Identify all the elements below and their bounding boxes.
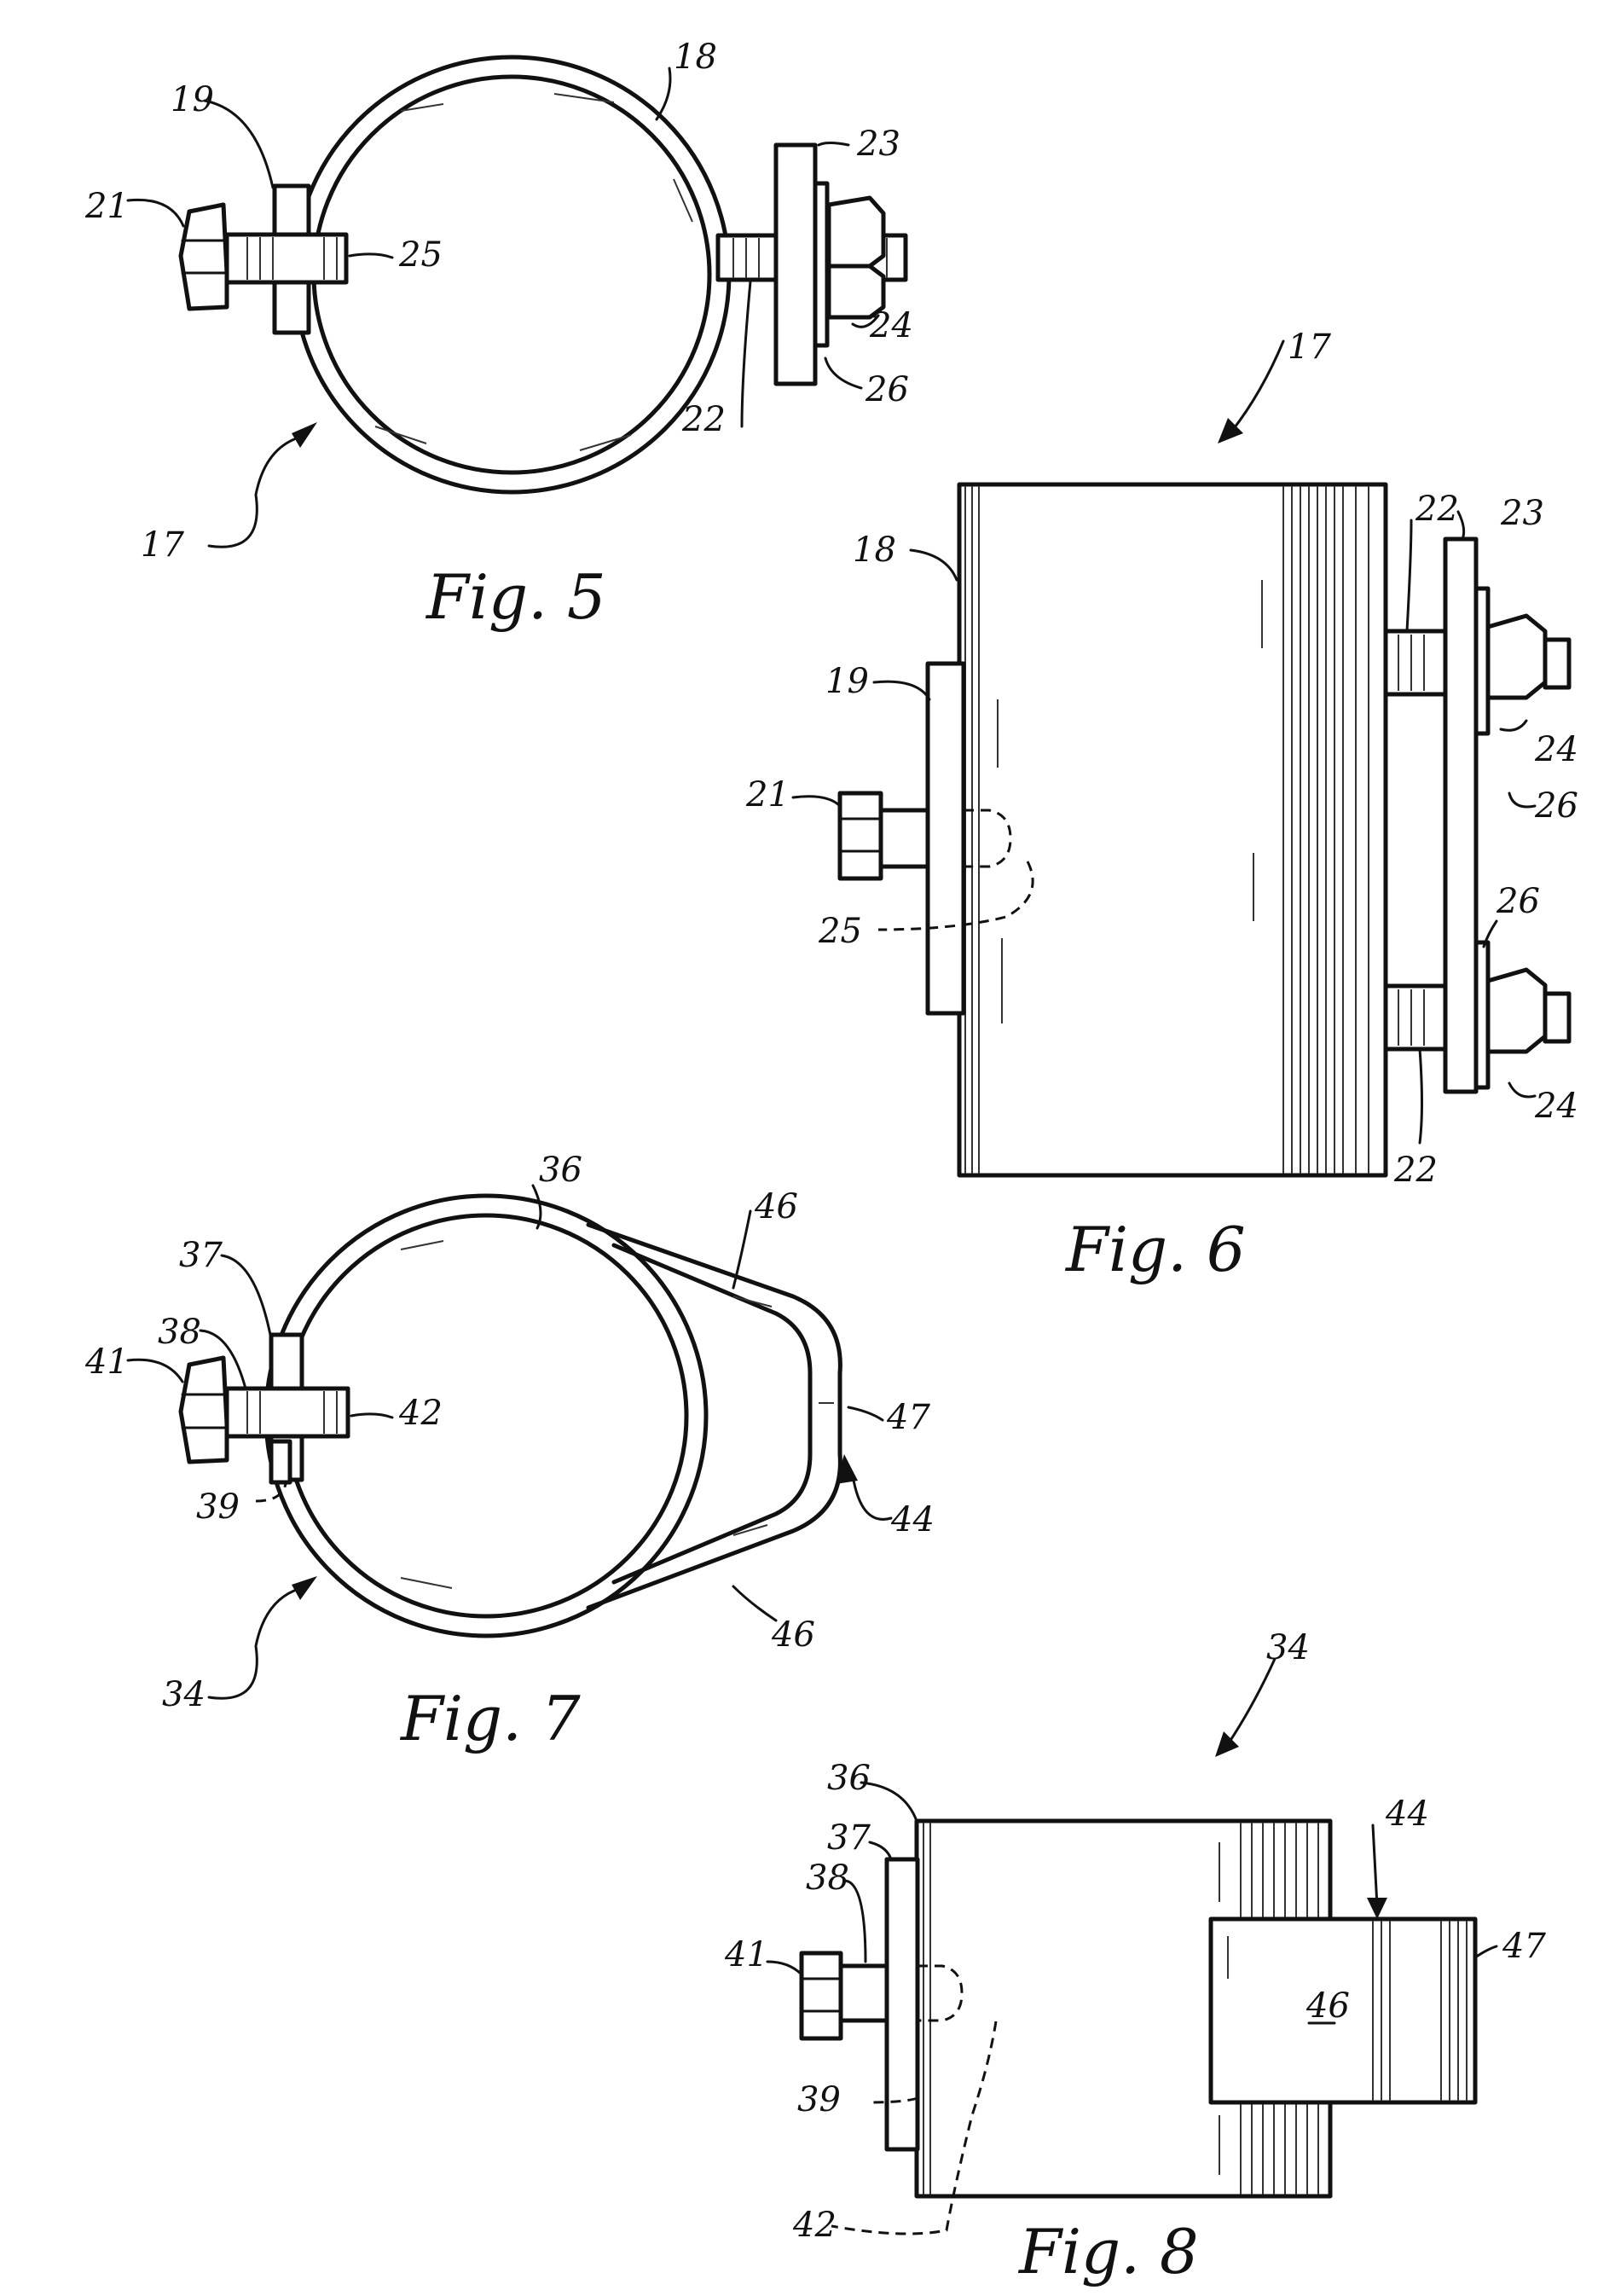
ref-38: 38 [806, 1858, 849, 1898]
caption-fig8: Fig. 8 [1017, 2216, 1199, 2287]
fig7-bracket-inner [614, 1245, 810, 1582]
fig5-clamp-inner [314, 77, 709, 473]
ref-41: 41 [84, 1342, 129, 1382]
fig6-bolt-end-lower [1545, 994, 1569, 1041]
ref-19: 19 [825, 662, 869, 701]
fig5-plate-23 [776, 145, 815, 384]
fig8-pad-37 [887, 1859, 918, 2149]
ref-34: 34 [1266, 1628, 1310, 1667]
ref-18: 18 [674, 38, 717, 77]
ref-18: 18 [853, 531, 896, 570]
ref-41: 41 [724, 1935, 768, 1974]
fig6-nut-24-upper [1488, 616, 1545, 698]
fig6-threaded-rod-22-lower [1386, 986, 1445, 1049]
fig5-bolt-head-21 [181, 205, 227, 309]
fig5-clamp-outer [294, 57, 729, 492]
ref-34: 34 [162, 1675, 206, 1714]
ref-17: 17 [1288, 328, 1331, 367]
ref-37: 37 [827, 1818, 871, 1858]
fig6-pad-19 [928, 664, 964, 1013]
caption-fig7: Fig. 7 [399, 1683, 581, 1754]
ref-24: 24 [1534, 730, 1578, 769]
ref-22: 22 [681, 400, 726, 439]
ref-47: 47 [1502, 1927, 1546, 1966]
ref-26: 26 [1496, 882, 1540, 921]
fig6-plate-23 [1445, 539, 1476, 1092]
ref-21: 21 [745, 775, 790, 815]
ref-46: 46 [754, 1187, 798, 1226]
figure-8: 36 37 38 41 39 42 46 47 44 34 Fig. 8 [724, 1628, 1546, 2287]
fig7-bolt-head-41 [181, 1358, 227, 1462]
ref-47: 47 [886, 1398, 930, 1437]
ref-25: 25 [818, 912, 862, 951]
fig5-nut-24-upper [829, 198, 883, 266]
ref-21: 21 [84, 187, 129, 226]
caption-fig6: Fig. 6 [1064, 1214, 1246, 1285]
ref-26: 26 [1534, 786, 1578, 826]
ref-23: 23 [856, 125, 900, 164]
fig8-bolt-head-41 [802, 1953, 841, 2038]
fig5-bolt-shank [227, 235, 346, 282]
figure-6: 18 19 21 25 22 23 24 26 26 24 22 17 Fig.… [745, 328, 1578, 1285]
ref-38: 38 [158, 1313, 201, 1352]
ref-24: 24 [1534, 1087, 1578, 1126]
ref-22: 22 [1415, 490, 1459, 529]
fig6-nut-24-lower [1488, 970, 1545, 1052]
ref-46: 46 [1305, 1986, 1350, 2026]
ref-42: 42 [398, 1394, 443, 1433]
ref-26: 26 [865, 370, 909, 409]
ref-44: 44 [890, 1500, 935, 1539]
ref-39: 39 [797, 2080, 841, 2119]
ref-24: 24 [869, 306, 913, 345]
fig6-threaded-rod-22-upper [1386, 631, 1445, 694]
ref-36: 36 [539, 1151, 582, 1190]
fig8-bolt-shank [841, 1966, 887, 2021]
fig7-tab-39 [271, 1441, 290, 1482]
ref-46: 46 [771, 1615, 815, 1655]
figure-5: 18 19 21 25 22 23 24 26 17 Fig. 5 [84, 38, 913, 633]
ref-25: 25 [398, 235, 443, 275]
fig6-bolt-shank [881, 810, 928, 867]
fig6-clamp-body-18 [959, 484, 1386, 1175]
fig7-bolt-shank [227, 1389, 348, 1436]
ref-22: 22 [1393, 1151, 1438, 1190]
caption-fig5: Fig. 5 [425, 561, 606, 633]
fig6-bolt-end-upper [1545, 640, 1569, 687]
ref-39: 39 [196, 1487, 240, 1527]
ref-23: 23 [1500, 494, 1544, 533]
ref-19: 19 [171, 80, 214, 119]
fig6-bolt-head-21 [840, 793, 881, 878]
fig7-bracket-44 [588, 1225, 840, 1608]
ref-44: 44 [1385, 1794, 1429, 1834]
ref-42: 42 [792, 2206, 837, 2245]
figure-7: 36 46 37 38 41 42 47 39 44 46 34 Fig. 7 [84, 1151, 935, 1754]
ref-36: 36 [827, 1759, 871, 1798]
ref-37: 37 [179, 1236, 223, 1275]
fig5-washer-26 [815, 183, 827, 345]
ref-17: 17 [141, 525, 184, 565]
